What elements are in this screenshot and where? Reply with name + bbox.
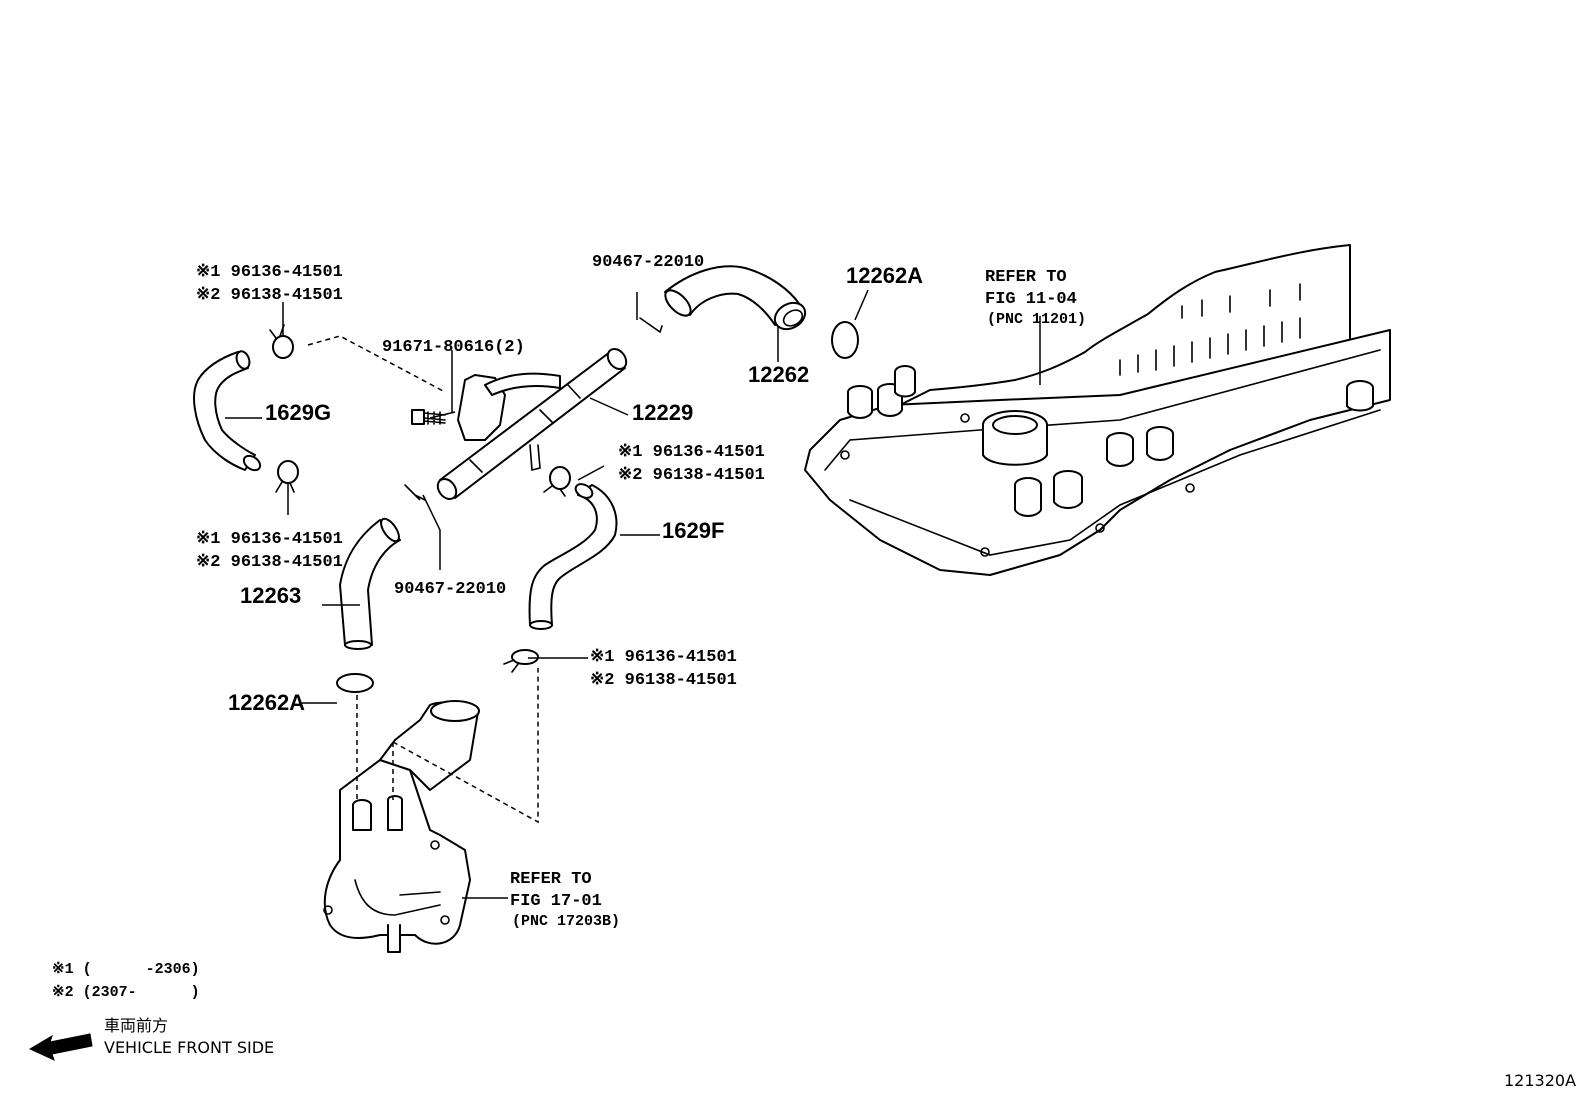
svg-text:REFER TO: REFER TO xyxy=(510,870,592,889)
bypass-pipe-12229 xyxy=(436,347,628,501)
label-clamp-mid-left: ※1 96136-41501 ※2 96138-41501 xyxy=(196,530,343,572)
note-1: ※1 ( -2306) xyxy=(52,961,200,978)
label-gasket-12262a-low: 12262A xyxy=(228,690,305,715)
label-pipe-12229: 12229 xyxy=(632,400,693,425)
svg-text:FIG 17-01: FIG 17-01 xyxy=(510,892,602,911)
svg-text:※2 96138-41501: ※2 96138-41501 xyxy=(590,671,737,690)
svg-text:※2 96138-41501: ※2 96138-41501 xyxy=(196,286,343,305)
vehicle-front-jp: 車両前方 xyxy=(104,1016,168,1035)
svg-text:(PNC 17203B): (PNC 17203B) xyxy=(512,913,620,930)
svg-text:※2 96138-41501: ※2 96138-41501 xyxy=(618,466,765,485)
svg-text:(PNC 11201): (PNC 11201) xyxy=(987,311,1086,328)
clamp-top-left xyxy=(269,324,294,359)
label-clamp-lower: ※1 96136-41501 ※2 96138-41501 xyxy=(590,648,737,690)
bolt-91671 xyxy=(411,409,446,425)
svg-text:※1 96136-41501: ※1 96136-41501 xyxy=(196,530,343,549)
cylinder-head-cover xyxy=(804,244,1391,576)
leader-lines xyxy=(225,289,1041,899)
svg-text:※1 96136-41501: ※1 96136-41501 xyxy=(590,648,737,667)
svg-text:※1 96136-41501: ※1 96136-41501 xyxy=(196,263,343,282)
figure-id: 121320A xyxy=(1504,1071,1576,1090)
label-clamp-top-left: ※1 96136-41501 ※2 96138-41501 xyxy=(196,263,343,305)
water-outlet-housing xyxy=(323,700,480,953)
svg-text:FIG 11-04: FIG 11-04 xyxy=(985,290,1077,309)
hose-1629f xyxy=(528,483,618,630)
label-hose-12262: 12262 xyxy=(748,362,809,387)
label-hose-1629g: 1629G xyxy=(265,400,331,425)
dashed-line-housing xyxy=(392,668,539,824)
clip-top xyxy=(639,317,663,334)
hose-12262 xyxy=(664,265,807,331)
clamp-lower xyxy=(503,649,539,673)
label-bolt: 91671-80616(2) xyxy=(382,338,525,357)
gasket-12262a-top xyxy=(831,321,859,359)
label-clip-mid: 90467-22010 xyxy=(394,580,506,599)
front-arrow-icon xyxy=(28,1033,93,1061)
dashed-line-bolt xyxy=(307,335,446,393)
clip-mid xyxy=(404,484,426,501)
label-clamp-mid-right: ※1 96136-41501 ※2 96138-41501 xyxy=(618,443,765,485)
label-clip-top: 90467-22010 xyxy=(592,253,704,272)
vehicle-front-en: VEHICLE FRONT SIDE xyxy=(104,1038,274,1057)
gasket-12262a-low xyxy=(336,673,374,693)
label-gasket-12262a-top: 12262A xyxy=(846,263,923,288)
svg-text:REFER TO: REFER TO xyxy=(985,268,1067,287)
label-hose-1629f: 1629F xyxy=(662,518,724,543)
label-refer-cover: REFER TO FIG 11-04 (PNC 11201) xyxy=(985,268,1086,328)
clamp-mid-left xyxy=(275,460,299,493)
svg-text:※2 96138-41501: ※2 96138-41501 xyxy=(196,553,343,572)
svg-text:※1 96136-41501: ※1 96136-41501 xyxy=(618,443,765,462)
clamp-mid-right xyxy=(543,466,571,497)
hose-12263 xyxy=(339,517,401,650)
hose-1629g xyxy=(193,350,262,472)
note-2: ※2 (2307- ) xyxy=(52,984,200,1001)
label-hose-12263: 12263 xyxy=(240,583,301,608)
label-refer-housing: REFER TO FIG 17-01 (PNC 17203B) xyxy=(510,870,620,930)
